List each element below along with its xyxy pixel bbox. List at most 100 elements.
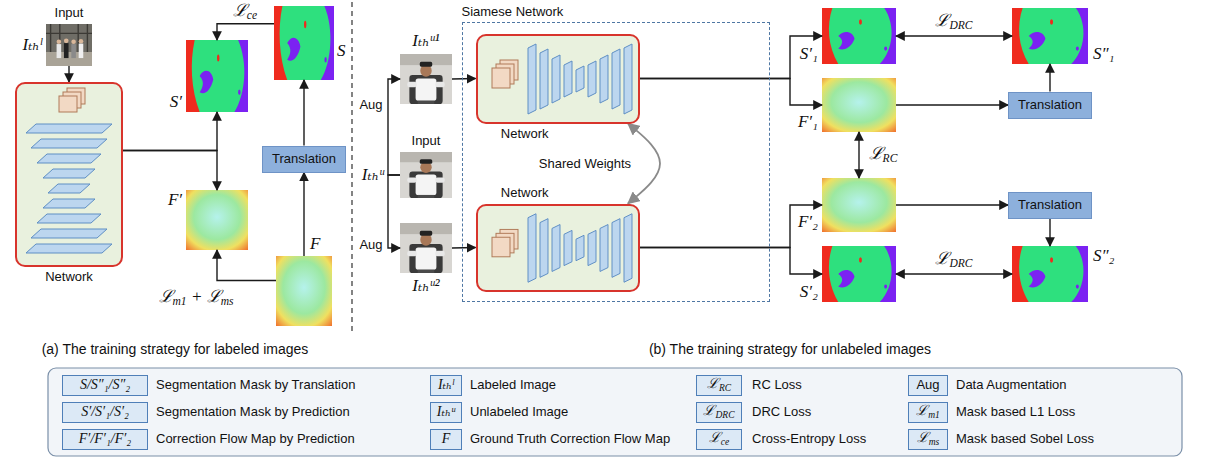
- connector: [452, 78, 476, 80]
- legend-panel: [48, 368, 1182, 456]
- image-node: F: [276, 256, 332, 326]
- text-run: S″₂: [1093, 246, 1115, 265]
- legend-text: Segmentation Mask by Translation: [156, 378, 355, 393]
- text-run: ℒ: [916, 403, 928, 418]
- text-run: Input: [412, 133, 441, 148]
- text-run: m1: [173, 296, 187, 309]
- node-label: Network: [501, 186, 549, 201]
- image-node: InputIₜₕˡ: [46, 24, 92, 66]
- legend-text: RC Loss: [752, 378, 802, 393]
- node-label: F: [310, 234, 320, 254]
- flow-map: [822, 178, 896, 232]
- network-illustration: [477, 35, 639, 123]
- segmentation-mask: [1012, 246, 1088, 302]
- text-run: ℒ: [709, 430, 721, 445]
- divider-line: [351, 2, 352, 332]
- text-run: RC: [719, 383, 731, 393]
- text-run: S′: [170, 92, 182, 111]
- text-run: Aug: [916, 377, 939, 392]
- legend-symbol: F′/F′₁/F′₂: [79, 431, 131, 447]
- image-node: F′: [186, 190, 248, 250]
- node-label: Network: [501, 127, 549, 142]
- node-label: Iₜₕᵘ²: [412, 276, 439, 296]
- node-label: Iₜₕˡ: [22, 35, 42, 55]
- text-run: Network: [501, 185, 549, 200]
- text-run: Iₜₕᵘ¹: [412, 31, 439, 50]
- flow-map: [822, 78, 896, 132]
- flow-map: [276, 256, 332, 326]
- connector: [217, 24, 274, 40]
- text-run: ce: [247, 10, 257, 23]
- caption: (a) The training strategy for labeled im…: [42, 341, 309, 357]
- text-run: Iₜₕˡ: [438, 377, 454, 392]
- node-label: S′₁: [800, 44, 818, 64]
- node-label: Translation: [272, 152, 336, 167]
- node-label: F′₁: [798, 112, 818, 132]
- connector: [68, 66, 69, 82]
- text-run: DRC: [715, 410, 734, 420]
- node-label: S: [337, 41, 346, 61]
- segmentation-mask: [822, 8, 896, 64]
- connector: [1049, 64, 1050, 92]
- connector: [1049, 219, 1050, 247]
- legend-text: Mask based Sobel Loss: [956, 432, 1094, 447]
- connector: [896, 204, 1008, 205]
- connector: [303, 173, 304, 257]
- photo: [400, 54, 452, 104]
- text-run: Iₜₕᵘ: [362, 165, 384, 184]
- node-label: S″₂: [1093, 246, 1115, 266]
- legend-symbol: Iₜₕˡ: [438, 377, 454, 393]
- photo: [400, 152, 452, 198]
- text-run: Siamese Network: [462, 4, 564, 19]
- image-node: S″₂: [1012, 246, 1088, 302]
- connector: [303, 80, 304, 146]
- text-run: Mask based L1 Loss: [956, 404, 1075, 419]
- text-run: ℒ: [869, 144, 883, 163]
- text-run: S′₁: [800, 44, 818, 63]
- text-run: Iₜₕᵘ: [437, 404, 455, 419]
- text-run: ms: [221, 296, 234, 309]
- edge-label: Aug: [357, 238, 384, 253]
- image-node: F′₁: [822, 78, 896, 132]
- text-run: (a) The training strategy for labeled im…: [42, 341, 309, 357]
- text-run: ℒ: [935, 249, 949, 268]
- photo: [46, 24, 92, 66]
- node-label: S′₂: [800, 282, 818, 302]
- text-run: F′₁: [798, 112, 818, 131]
- text-run: F′/F′₁/F′₂: [79, 431, 131, 446]
- node-label: Input: [412, 134, 441, 149]
- caption: (b) The training strategy for unlabeled …: [649, 341, 931, 357]
- node-label: S″₁: [1093, 44, 1115, 64]
- text-run: Segmentation Mask by Prediction: [156, 404, 350, 419]
- legend-symbol: ℒce: [709, 430, 729, 448]
- text-run: ℒ: [703, 403, 715, 418]
- text-run: S′₂: [800, 282, 818, 301]
- text-run: Network: [501, 126, 549, 141]
- legend-text: Labeled Image: [470, 378, 556, 393]
- connector: [640, 36, 823, 79]
- node-label: Iₜₕᵘ: [362, 165, 384, 185]
- legend-symbol: S′/S′₁/S′₂: [81, 404, 129, 420]
- legend-text: Segmentation Mask by Prediction: [156, 405, 350, 420]
- text-run: S: [337, 41, 346, 60]
- node-label: Siamese Network: [462, 5, 564, 20]
- process-box: Translation: [1008, 92, 1092, 119]
- image-node: S′: [186, 40, 248, 112]
- connector: [217, 250, 276, 281]
- segmentation-mask: [1012, 8, 1088, 64]
- text-run: DRC: [949, 20, 972, 33]
- process-box: Translation: [1008, 192, 1092, 219]
- connector: [640, 79, 823, 106]
- connector: [388, 175, 400, 248]
- edge-label: ℒDRC: [933, 249, 974, 271]
- image-node: Iₜₕᵘ²: [400, 223, 452, 273]
- text-run: Cross-Entropy Loss: [752, 431, 866, 446]
- image-node: InputIₜₕᵘ: [400, 152, 452, 198]
- text-run: Mask based Sobel Loss: [956, 431, 1094, 446]
- text-run: S″₁: [1093, 44, 1115, 63]
- text-run: Iₜₕˡ: [22, 35, 42, 54]
- segmentation-mask: [274, 6, 334, 80]
- text-run: Translation: [1018, 97, 1082, 112]
